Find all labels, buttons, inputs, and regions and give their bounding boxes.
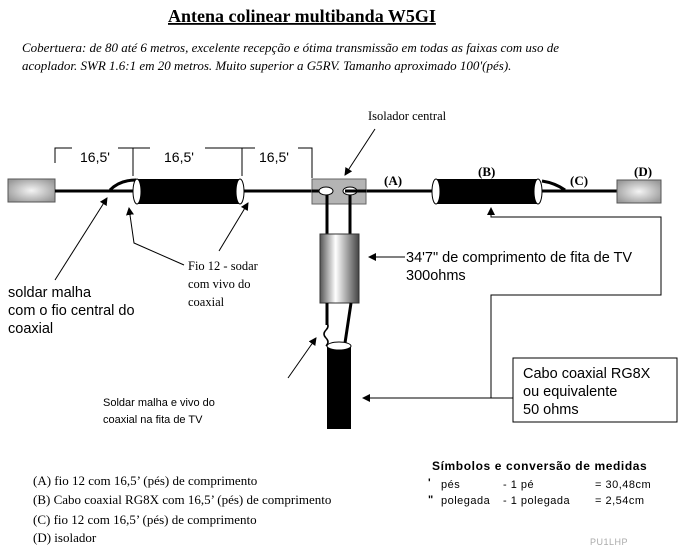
solder-note-line-2: coaxial na fita de TV [103,414,203,426]
coax-note-line-1: Cabo coaxial RG8X [523,366,651,382]
description-line-2: acoplador. SWR 1.6:1 em 20 metros. Muito… [22,58,511,73]
label-d: (D) [634,164,652,179]
legend-item-b: (B) Cabo coaxial RG8X com 16,5’ (pés) de… [33,492,331,507]
label-a: (A) [384,173,402,188]
fio-note-line-1: Fio 12 - sodar [188,259,259,273]
diagram-title: Antena colinear multibanda W5GI [168,6,436,26]
svg-text:polegada: polegada [441,495,491,507]
svg-text:= 2,54cm: = 2,54cm [595,495,645,507]
fio-note-line-3: coaxial [188,295,225,309]
symbol-row-feet: ' pés - 1 pé = 30,48cm [428,477,651,491]
ladder-note-line-2: 300ohms [406,268,466,284]
solder-note-line-1: Soldar malha e vivo do [103,397,215,409]
dimension-label-3: 16,5' [259,149,289,165]
coax-note-line-3: 50 ohms [523,402,579,418]
left-insulator [7,178,56,203]
solder-arrow [287,337,317,379]
label-c: (C) [570,173,588,188]
coax-section-b [431,178,566,205]
legend-item-d: (D) isolador [33,530,97,545]
fio-arrow-1 [126,207,185,266]
watermark: PU1LHP [590,537,628,547]
svg-text:- 1 pé: - 1 pé [503,479,534,491]
right-insulator [616,179,662,204]
coax-note-box [512,357,678,423]
symbols-heading: Símbolos e conversão de medidas [432,459,647,473]
ladder-note-line-1: 34'7" de comprimento de fita de TV [406,250,632,266]
left-note-line-2: com o fio central do [8,303,135,319]
symbol-row-inch: " polegada - 1 polegada = 2,54cm [428,494,645,507]
svg-text:pés: pés [441,479,460,491]
center-insulator-arrow [344,128,376,176]
svg-text:": " [428,494,434,506]
dimension-label-2: 16,5' [164,149,194,165]
center-insulator-label: Isolador central [368,109,447,123]
left-note-line-1: soldar malha [8,285,92,301]
left-note-arrow [54,197,108,281]
tv-ladder-line [319,195,360,347]
fio-arrow-2 [218,202,249,252]
center-insulator [311,178,367,205]
legend-item-c: (C) fio 12 com 16,5’ (pés) de compriment… [33,512,257,527]
svg-text:= 30,48cm: = 30,48cm [595,479,651,491]
dimension-brackets [54,147,313,178]
legend-item-a: (A) fio 12 com 16,5’ (pés) de compriment… [33,473,257,488]
feed-coax [326,341,352,429]
coax-arrow-b [487,207,662,398]
svg-text:': ' [428,477,431,489]
label-b: (B) [478,164,495,179]
left-note-line-3: coaxial [8,321,53,337]
dimension-label-1: 16,5' [80,149,110,165]
fio-note-line-2: com vivo do [188,277,251,291]
svg-text:- 1 polegada: - 1 polegada [503,495,571,507]
coax-note-line-2: ou equivalente [523,384,617,400]
description-line-1: Cobertuera: de 80 até 6 metros, excelent… [22,40,559,55]
left-coax-section [108,178,245,205]
